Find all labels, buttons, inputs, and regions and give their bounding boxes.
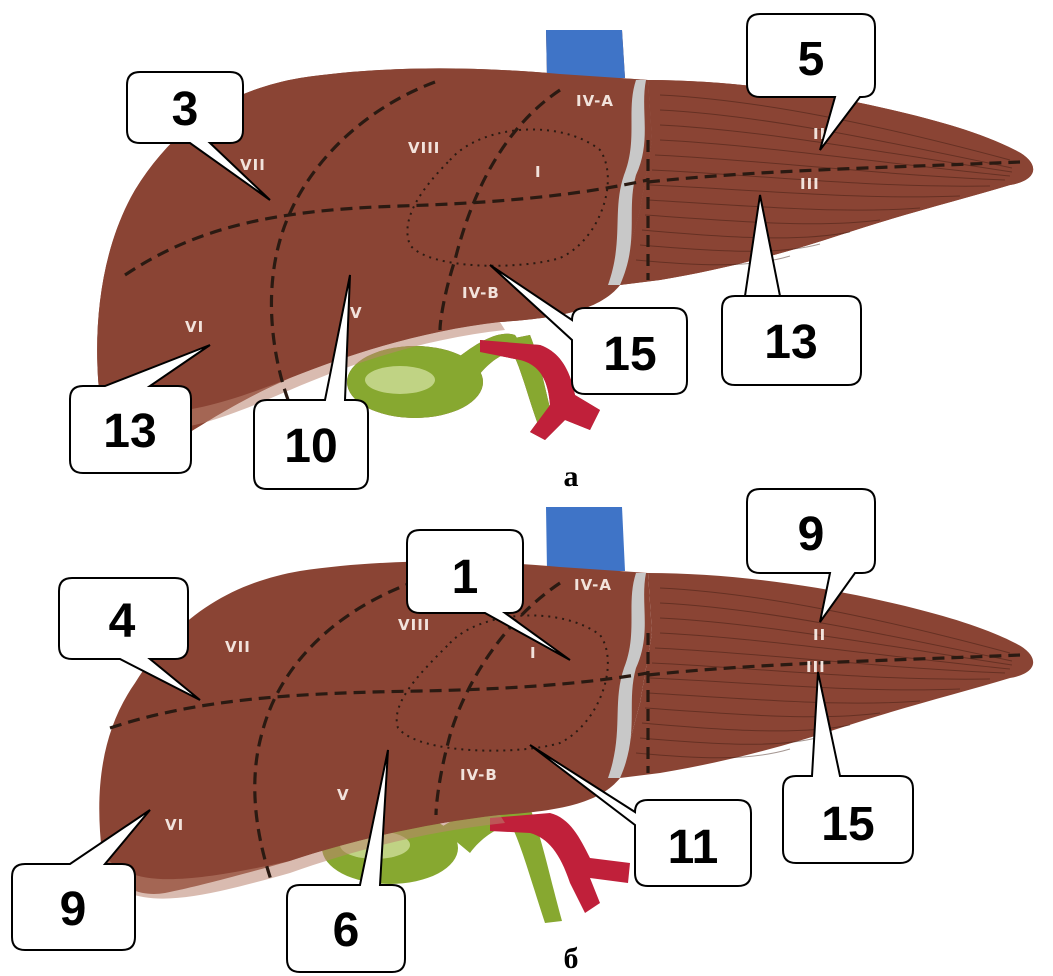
callout-number: 15	[821, 798, 874, 851]
callout-number: 9	[798, 508, 825, 561]
segment-label: IV-B	[460, 766, 498, 784]
segment-label: V	[350, 304, 363, 322]
segment-label: III	[800, 175, 820, 193]
segment-label: VIII	[408, 139, 440, 157]
segment-label: IV-A	[574, 576, 612, 594]
callout-b-4: 4	[59, 578, 200, 700]
callout-b-9-left: 9	[12, 810, 150, 950]
segment-label: II	[813, 626, 826, 644]
callout-number: 15	[603, 328, 656, 381]
callout-number: 13	[764, 316, 817, 369]
segment-label: I	[535, 163, 542, 181]
callout-number: 5	[798, 33, 825, 86]
segment-label: VII	[240, 156, 266, 174]
callout-number: 13	[103, 405, 156, 458]
segment-label: VIII	[398, 616, 430, 634]
callout-number: 1	[452, 551, 479, 604]
segment-label: IV-A	[576, 92, 614, 110]
segment-label: IV-B	[462, 284, 500, 302]
segment-label: III	[806, 658, 826, 676]
segment-label: I	[530, 644, 537, 662]
segment-label: VI	[185, 318, 204, 336]
caption-b: б	[564, 942, 579, 975]
caption-a: а	[564, 460, 579, 493]
callout-number: 6	[333, 904, 360, 957]
callout-number: 9	[60, 883, 87, 936]
callout-number: 3	[172, 83, 199, 136]
segment-label: VI	[165, 816, 184, 834]
callout-number: 4	[109, 595, 136, 648]
segment-label: V	[337, 786, 350, 804]
segment-label: VII	[225, 638, 251, 656]
callout-number: 11	[668, 821, 719, 874]
callout-number: 10	[284, 420, 337, 473]
